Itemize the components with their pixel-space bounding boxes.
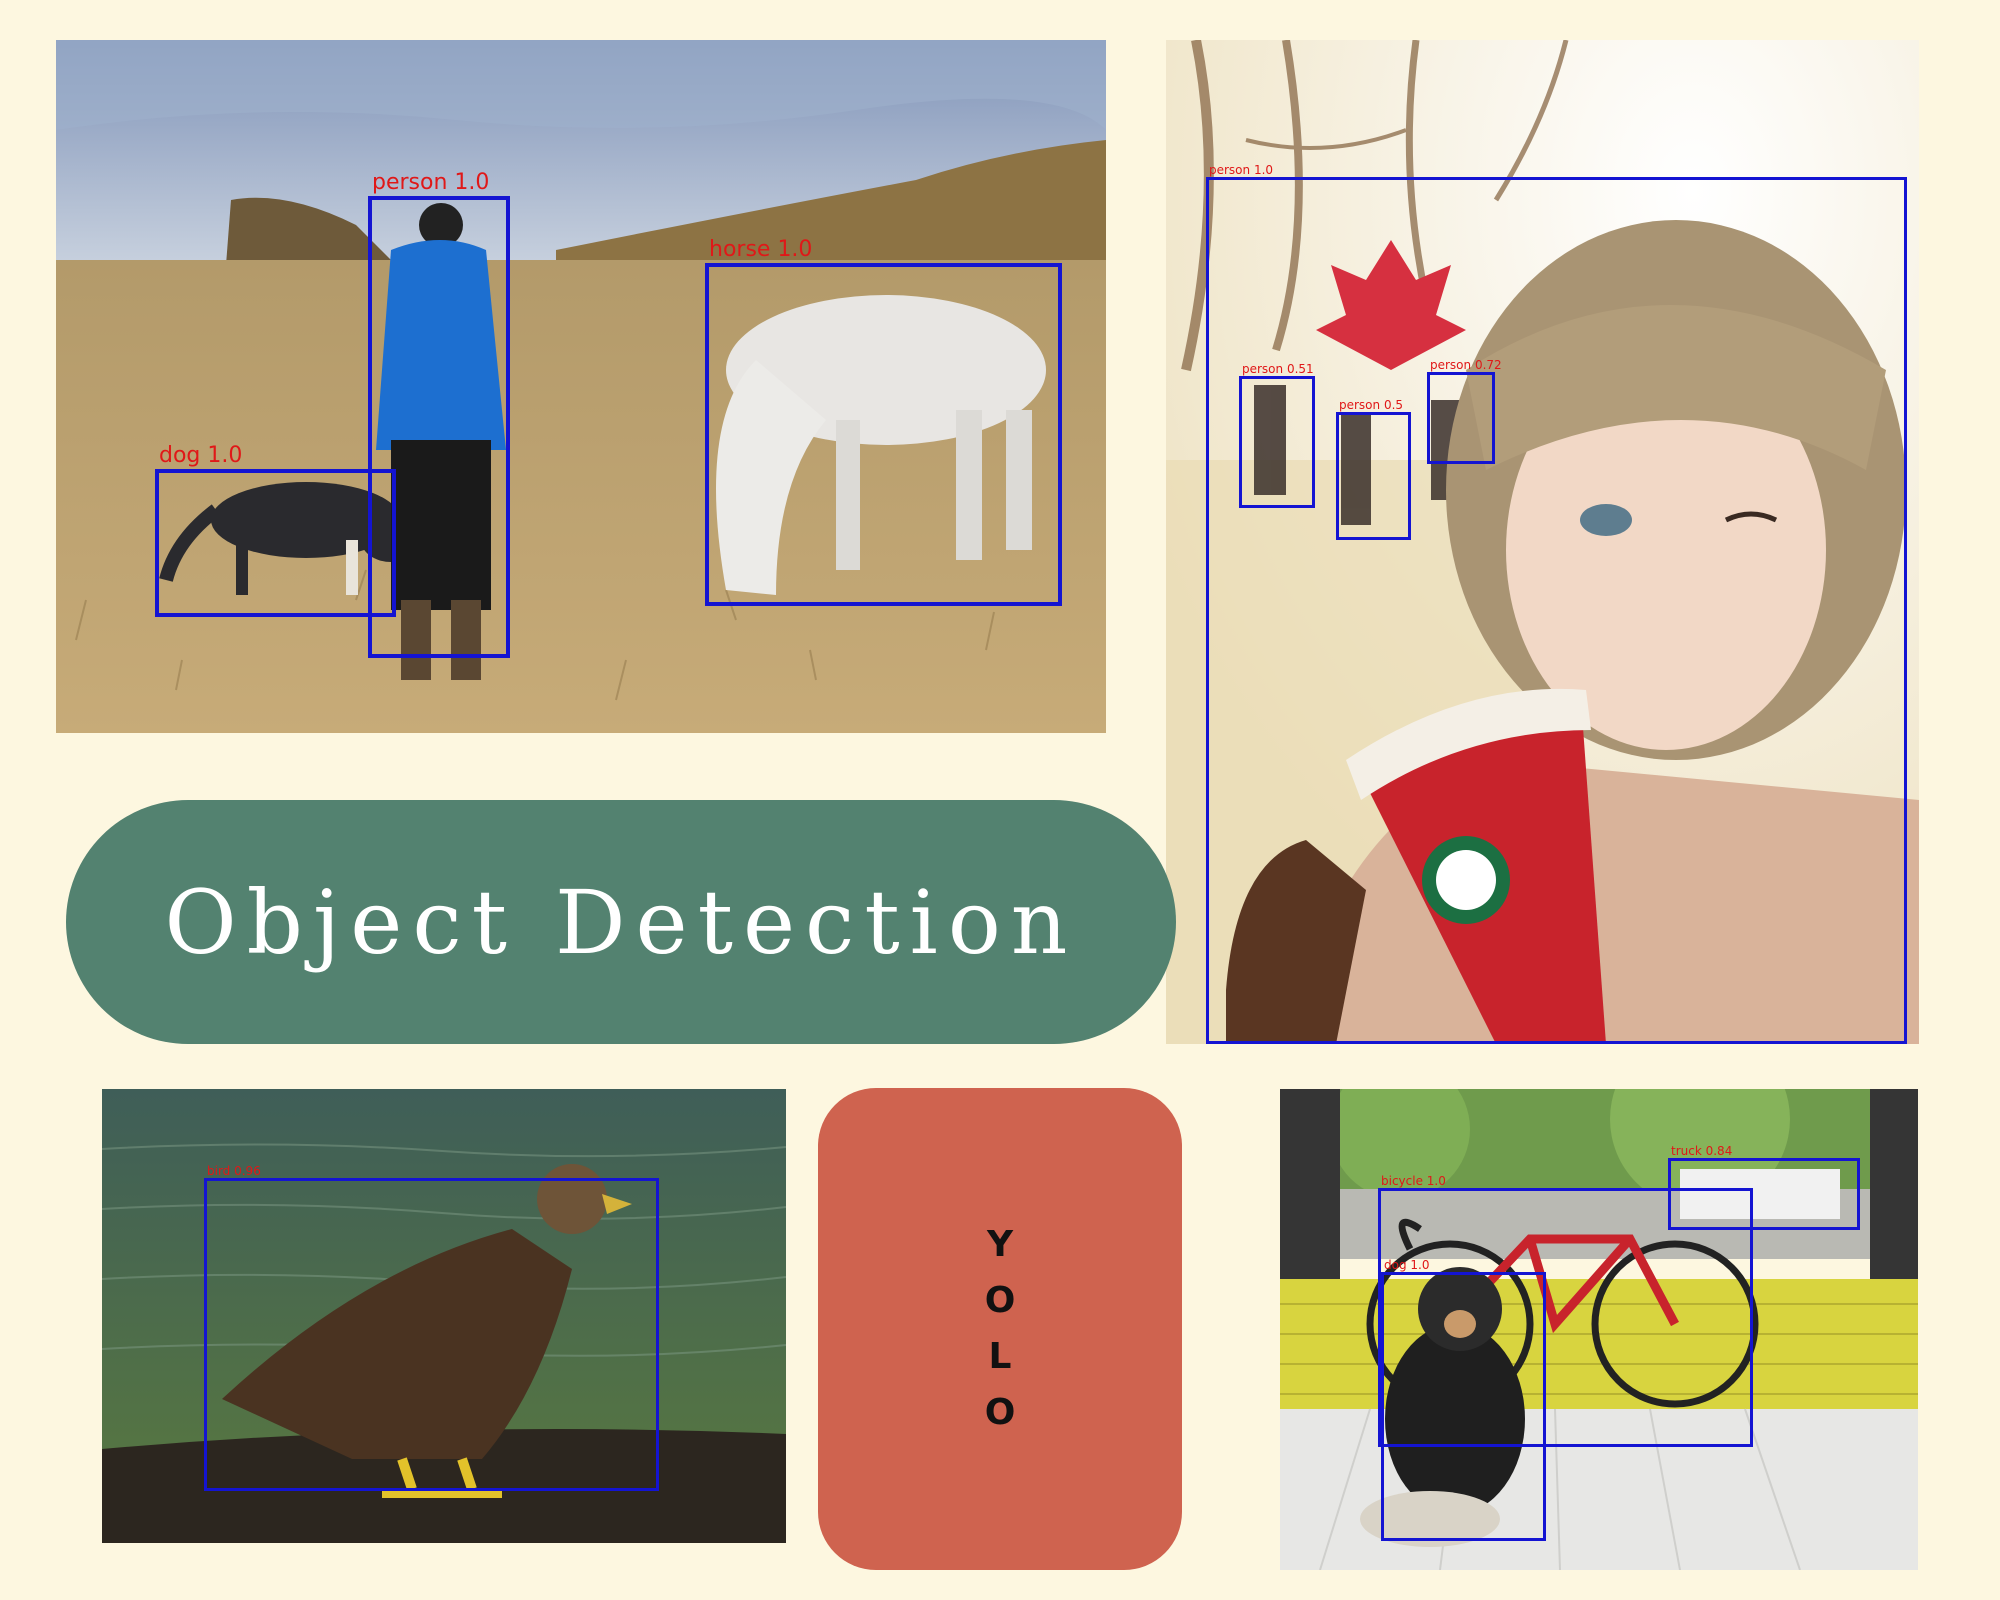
detection-label: person 1.0 [372,170,490,195]
person-silhouette [376,203,506,680]
badge-letter: O [984,1280,1016,1321]
shoreline [102,1429,786,1543]
detection-box-dog: dog 1.0 [1381,1258,1546,1541]
rock-cliff [226,197,396,265]
detection-box-person-bg-3: person 0.72 [1427,358,1502,464]
detection-box-person-bg-1: person 0.51 [1239,362,1315,508]
maple-leaf-icon [1316,240,1466,370]
hillside [556,140,1106,270]
detection-label: truck 0.84 [1671,1144,1733,1158]
detection-label: horse 1.0 [709,237,813,262]
coffee-cup [1346,688,1606,1044]
detection-box-bird: bird 0.96 [204,1164,659,1491]
detection-label: person 1.0 [1209,163,1274,177]
detection-box-dog: dog 1.0 [155,443,396,617]
selfie-scene-image [1166,40,1919,1044]
detection-label: dog 1.0 [159,443,243,468]
photo-porch: bicycle 1.0 truck 0.84 dog 1.0 [1280,1089,1918,1570]
glove [1226,840,1366,1044]
page-title: Object Detection [164,870,1078,974]
photo-eagle: bird 0.96 [102,1089,786,1543]
detection-box-bicycle: bicycle 1.0 [1378,1174,1753,1447]
badge-letter: Y [986,1224,1014,1265]
title-pill: Object Detection [66,800,1176,1044]
photo-field-scene: person 1.0 horse 1.0 dog 1.0 [56,40,1106,733]
face [1506,350,1826,750]
truck-silhouette [1680,1169,1840,1219]
detection-box-horse: horse 1.0 [705,237,1062,606]
horse-silhouette [716,295,1046,595]
detection-box-person-bg-2: person 0.5 [1336,398,1411,540]
field-scene-image [56,40,1106,733]
eagle-scene-image [102,1089,786,1543]
badge-letter: O [984,1392,1016,1433]
badge-letter: L [988,1336,1012,1377]
eagle-silhouette [222,1164,632,1498]
detection-label: bird 0.96 [207,1164,261,1178]
detection-box-person: person 1.0 [368,170,510,658]
porch-scene-image [1280,1089,1918,1570]
photo-selfie: person 1.0 person 0.51 person 0.5 person… [1166,40,1919,1044]
detection-box-person-main: person 1.0 [1206,163,1907,1044]
detection-label: dog 1.0 [1384,1258,1430,1272]
detection-label: bicycle 1.0 [1381,1174,1446,1188]
detection-box-truck: truck 0.84 [1668,1144,1860,1230]
porch-post-right [1870,1089,1918,1289]
detection-label: person 0.72 [1430,358,1502,372]
detection-label: person 0.5 [1339,398,1404,412]
porch-post-left [1280,1089,1340,1289]
detection-label: person 0.51 [1242,362,1314,376]
yolo-badge: Y O L O [818,1088,1182,1570]
dog-silhouette [1360,1267,1525,1547]
